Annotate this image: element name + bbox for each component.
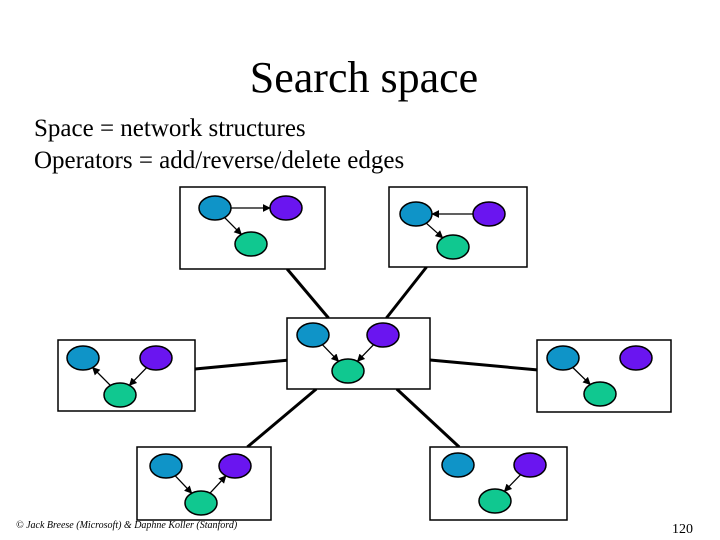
network-structure-top-left bbox=[179, 186, 326, 270]
edge-blue-node-to-green-node bbox=[321, 344, 340, 362]
network-structure-right bbox=[536, 339, 672, 413]
bullet-space-definition: Space = network structures bbox=[34, 115, 306, 142]
purple-node bbox=[472, 201, 506, 227]
blue-node bbox=[149, 453, 183, 479]
network-structure-top-right bbox=[388, 186, 528, 268]
blue-node bbox=[296, 322, 330, 348]
edge-purple-node-to-green-node bbox=[128, 367, 148, 386]
edge-blue-node-to-green-node bbox=[572, 367, 591, 386]
blue-node bbox=[198, 195, 232, 221]
edge-purple-node-to-green-node bbox=[503, 474, 522, 492]
purple-node bbox=[139, 345, 173, 371]
search-operator-link-center-to-right bbox=[429, 358, 538, 372]
blue-node bbox=[399, 201, 433, 227]
green-node bbox=[184, 490, 218, 516]
edge-blue-node-to-green-node bbox=[174, 475, 193, 494]
blue-node bbox=[546, 345, 580, 371]
edge-green-node-to-purple-node bbox=[209, 475, 227, 494]
edge-purple-node-to-green-node bbox=[356, 344, 375, 362]
purple-node bbox=[269, 195, 303, 221]
search-operator-link-center-to-left bbox=[194, 358, 288, 371]
green-node bbox=[234, 231, 268, 257]
green-node bbox=[583, 381, 617, 407]
search-operator-link-center-to-bottom-right bbox=[395, 387, 461, 449]
page-number: 120 bbox=[672, 522, 693, 537]
purple-node bbox=[218, 453, 252, 479]
network-structure-bottom-left bbox=[136, 446, 272, 521]
edge-blue-node-to-green-node bbox=[224, 217, 242, 235]
purple-node bbox=[366, 322, 400, 348]
green-node bbox=[103, 382, 137, 408]
network-structure-bottom-right bbox=[429, 446, 568, 521]
search-operator-link-center-to-top-right bbox=[385, 266, 428, 319]
network-structure-left bbox=[57, 339, 196, 412]
purple-node bbox=[619, 345, 653, 371]
slide-title: Search space bbox=[249, 53, 479, 102]
search-operator-link-center-to-top-left bbox=[285, 268, 330, 319]
bullet-operators-definition: Operators = add/reverse/delete edges bbox=[34, 147, 405, 174]
network-structure-center bbox=[286, 317, 431, 390]
edge-green-node-to-blue-node bbox=[92, 367, 111, 386]
copyright-footer: © Jack Breese (Microsoft) & Daphne Kolle… bbox=[16, 520, 238, 531]
blue-node bbox=[66, 345, 100, 371]
edge-blue-node-to-green-node bbox=[425, 222, 444, 239]
blue-node bbox=[441, 452, 475, 478]
green-node bbox=[478, 488, 512, 514]
green-node bbox=[436, 234, 470, 260]
search-operator-link-center-to-bottom-left bbox=[246, 387, 318, 449]
green-node bbox=[331, 358, 365, 384]
purple-node bbox=[513, 452, 547, 478]
